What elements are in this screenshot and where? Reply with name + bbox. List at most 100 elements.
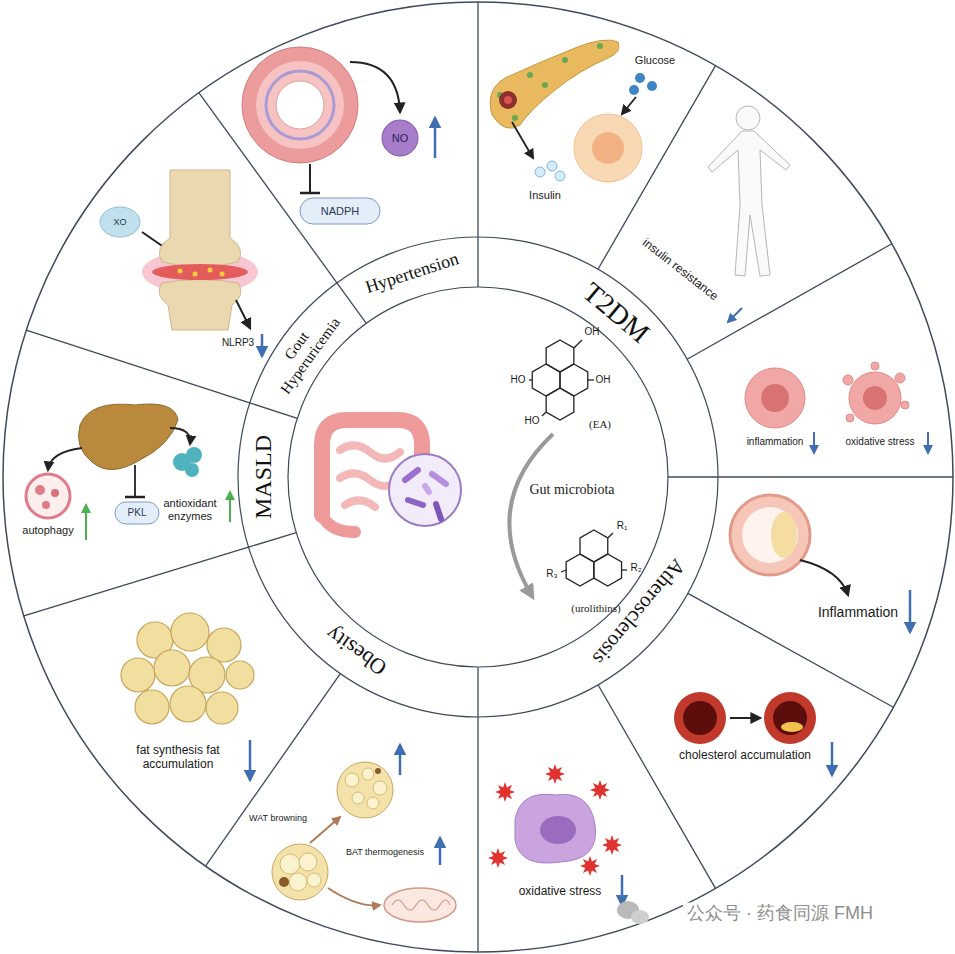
sector-divider [668,476,718,477]
bacteria-icon [432,474,446,484]
wheel-frame [238,237,718,717]
pancreas-icon [622,97,636,114]
chemical-group: HO [511,374,526,386]
liver-icon [186,447,202,463]
sector-divider [477,717,478,952]
pancreas-icon [555,171,565,181]
chemical-group: HO [525,415,540,427]
process-label-text: Gut microbiota [529,482,614,498]
artery-icon [764,692,816,744]
adipocyte-icon [367,797,379,809]
effect-label-text: Inflammation [818,604,898,620]
sector-divider [687,244,892,359]
watermark-icon [617,901,649,924]
liver-icon [134,465,136,497]
effect-label-text: inflammation [747,436,804,448]
molecule-label: Insulin [529,189,561,202]
blood-vessel-icon [300,198,380,224]
ros-star [488,764,622,876]
enzyme-label-text: XO [113,217,126,227]
plaque-vessel-icon [730,495,910,632]
effect-label-text: oxidative stress [846,436,915,448]
liver-icon [185,463,199,477]
sector-divider [477,237,478,287]
pancreas-icon [574,114,642,182]
cell-icon [895,373,905,383]
ros-star [580,856,600,876]
cell-icon [871,362,879,370]
bacteria-icon [389,454,461,526]
adipose-tissue-icon [154,650,190,686]
benzene-ring [566,554,594,586]
macrophage-icon [488,764,622,905]
adipocyte-icon [307,873,321,887]
macrophage-icon [540,816,576,844]
blood-vessel-icon [382,120,418,156]
liver-icon [170,428,190,444]
knee-joint-icon [193,272,198,277]
artery-icon [773,701,807,735]
enzyme-label: PKL [128,507,147,519]
chemical-group: R₂ [630,562,641,574]
effect-label-text: WAT browning [249,813,307,823]
liver-icon [26,474,70,518]
adipocyte-icon [362,768,374,780]
effect-label: Inflammation [818,604,898,620]
wheel-frame [288,287,668,667]
liver-icon [48,448,82,470]
adipocyte-icon [399,745,402,775]
pancreas-icon [490,40,657,182]
effect-label: antioxidant enzymes [155,497,225,522]
molecule-label: Glucose [635,54,675,67]
pancreas-icon [535,167,545,177]
adipose-tissue-icon [121,613,254,724]
bacteria-icon [436,504,441,519]
adipocyte-icon [384,888,456,922]
knee-joint-icon [178,269,183,274]
effect-label: autophagy [22,524,73,537]
plaque-vessel-icon [742,507,798,563]
chemical-structure [588,379,594,380]
adipocyte-icon [392,900,450,910]
bacteria-icon [408,500,423,505]
adipose-tissue-icon [121,658,155,692]
benzene-ring [580,530,608,562]
enzyme-label-text: PKL [128,507,147,519]
disease-name: MASLD [250,435,278,519]
cell-icon [846,414,854,422]
chemical-structure [608,533,613,538]
pancreas-icon [527,72,533,78]
benzene-ring [546,340,574,372]
effect-label: cholesterol accumulation [679,749,811,763]
artery-icon [683,701,717,735]
decrease-arrow [249,740,252,780]
effect-label-text: cholesterol accumulation [679,749,811,763]
wheel-frame [3,2,953,952]
liver-icon [125,496,145,499]
benzene-ring [594,554,622,586]
watermark-text: 公众号 · 药食同源 FMH [683,903,877,924]
pancreas-icon [635,73,645,83]
liver-icon [79,404,179,470]
ros-star [495,782,515,802]
benzene-ring [532,364,560,396]
adipocyte-icon [345,773,359,787]
liver-icon [26,404,230,540]
artery-icon [674,692,726,744]
benzene-ring [546,388,574,420]
chemical-group-text: OH [596,374,611,386]
adipocyte-icon [375,768,381,774]
knee-joint-icon [208,268,213,273]
knee-joint-icon [261,334,264,356]
ros-star [545,764,565,784]
chemical-structure [542,412,546,416]
cell-icon [863,386,887,410]
liver-icon [85,505,87,540]
cell-icon [761,384,789,412]
sector-divider [249,533,297,548]
pancreas-icon [499,91,517,109]
effect-label-text: autophagy [22,524,73,537]
chemical-structure [622,569,627,570]
chemical-structure [561,570,566,572]
